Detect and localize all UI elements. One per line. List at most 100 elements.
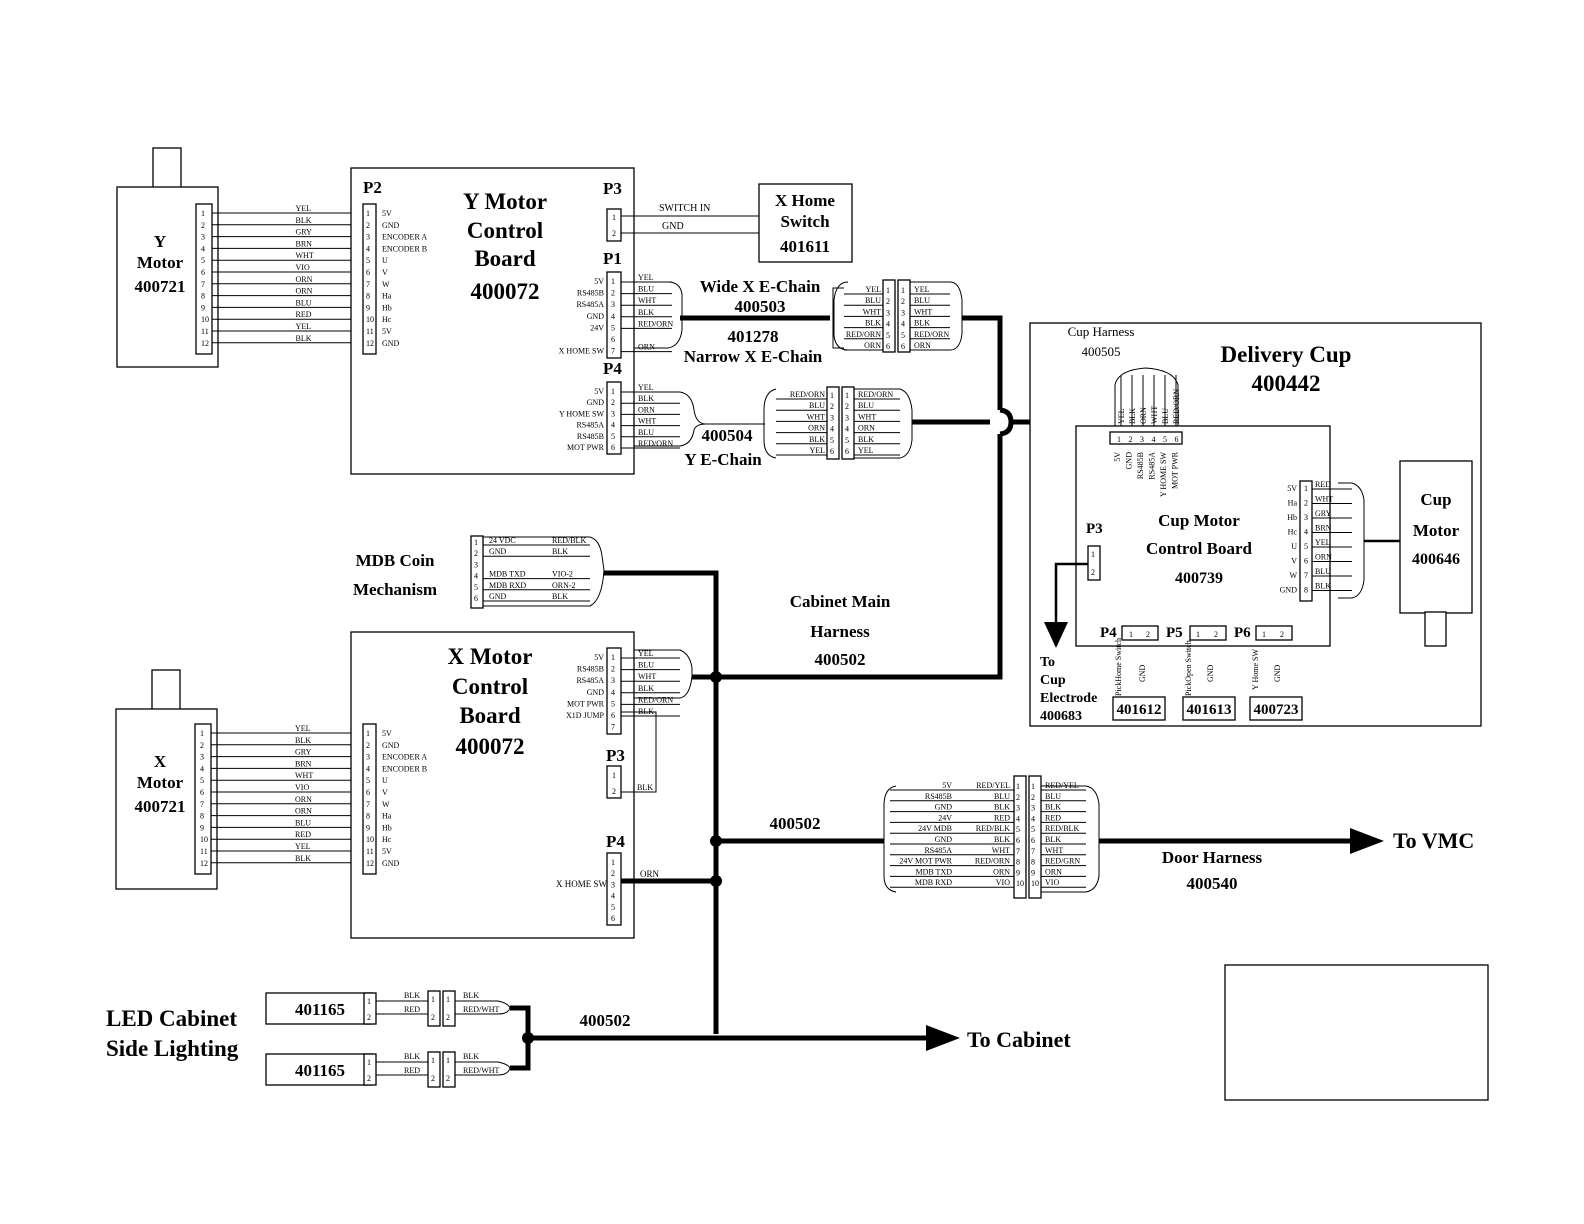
pin-number: 1 (845, 391, 849, 400)
cup-board-p4: P4 (1100, 625, 1117, 641)
p2-pin: 6 (366, 788, 370, 797)
p2-pin: 4 (366, 764, 370, 773)
motor-wire-color: YEL (295, 842, 311, 851)
cup-motor-part: 400646 (1412, 551, 1460, 568)
pin-number: 8 (1031, 858, 1035, 867)
door-signal: 24V MOT PWR (899, 857, 952, 866)
pin-number: 5 (474, 583, 478, 592)
p2-signal: V (382, 788, 388, 797)
pin-number: 5 (845, 436, 849, 445)
switch-part: 401611 (780, 237, 830, 256)
svg-text:2: 2 (431, 1013, 435, 1022)
door-right-wire: BLU (1045, 792, 1061, 801)
wide-chain-left-wire: BLU (865, 296, 881, 305)
p2-signal: Hb (382, 303, 392, 312)
door-left-wire: RED/YEL (976, 781, 1010, 790)
pin-number: 2 (886, 297, 890, 306)
pin-number: 3 (474, 560, 478, 569)
door-signal: RS485B (925, 792, 952, 801)
cup-motor-wire: BLU (1315, 567, 1331, 576)
motor-pin: 5 (200, 776, 204, 785)
y-chain-right-wire: RED/ORN (858, 390, 893, 399)
pin-number: 2 (474, 549, 478, 558)
p2-signal: 5V (382, 729, 392, 738)
svg-text:1: 1 (367, 1058, 371, 1067)
pin-number: 6 (901, 342, 905, 351)
mdb-signal: GND (489, 592, 507, 601)
motor-pin: 2 (201, 221, 205, 230)
door-left-wire: RED/ORN (975, 857, 1010, 866)
wire-color: BLK (638, 684, 654, 693)
pin-number: 6 (611, 711, 615, 720)
wire-color: ORN (638, 405, 655, 414)
pin-signal: Y HOME SW (559, 409, 604, 418)
cup-motor-signal: Ha (1288, 499, 1298, 508)
cabinet-main-label1: Cabinet Main (790, 592, 891, 611)
pin-signal: 24V (590, 323, 604, 332)
motor-pin: 7 (200, 800, 204, 809)
mdb-wire: VIO-2 (552, 570, 573, 579)
wide-chain-right-wire: RED/ORN (914, 330, 949, 339)
pin-number: 3 (886, 308, 890, 317)
mdb-wire: BLK (552, 592, 568, 601)
y-board-title2: Control (467, 218, 543, 243)
svg-text:BLK: BLK (463, 991, 479, 1000)
y-motor-label2: Motor (137, 253, 184, 272)
x-board-title3: Board (459, 703, 521, 728)
mdb-label2: Mechanism (353, 580, 437, 599)
p2-signal: ENCODER B (382, 764, 427, 773)
pin-number: 7 (1016, 847, 1020, 856)
delivery-cup: Cup Harness 400505 Delivery Cup 400442 Y… (1029, 322, 1482, 727)
motor-pin: 5 (201, 256, 205, 265)
svg-text:1: 1 (431, 995, 435, 1004)
pin-signal: MOT PWR (567, 699, 605, 708)
x-p4-signal: X HOME SW (556, 879, 608, 889)
door-signal: 24V (938, 813, 952, 822)
pin-number: 1 (611, 653, 615, 662)
pin-number: 6 (1031, 836, 1035, 845)
svg-text:2: 2 (1146, 630, 1150, 639)
pin-number: 9 (1031, 868, 1035, 877)
cup-motor-signal: V (1291, 557, 1297, 566)
p2-pin: 11 (366, 327, 374, 336)
door-left-wire: BLK (994, 803, 1010, 812)
p2-signal: W (382, 800, 390, 809)
x-p4-wire: ORN (640, 869, 660, 879)
motor-pin: 9 (201, 303, 205, 312)
motor-wire-color: VIO (295, 783, 309, 792)
pin-number: 3 (901, 308, 905, 317)
motor-pin: 1 (200, 729, 204, 738)
pin-number: 4 (1016, 814, 1020, 823)
svg-text:401613: 401613 (1187, 702, 1232, 718)
narrow-chain-label: Narrow X E-Chain (684, 347, 823, 366)
p2-pin: 8 (366, 292, 370, 301)
p2-signal: Ha (382, 812, 392, 821)
pin-number: 7 (1031, 847, 1035, 856)
electrode-part: 400683 (1040, 709, 1082, 724)
pin-signal: RS485B (577, 665, 604, 674)
narrow-chain-part: 401278 (728, 327, 779, 346)
svg-text:PickHome Switch: PickHome Switch (1114, 638, 1123, 696)
svg-text:2: 2 (367, 1074, 371, 1083)
svg-text:RED/WHT: RED/WHT (463, 1005, 500, 1014)
cup-harness-wire-color: WHT (1150, 406, 1159, 424)
pin-number: 5 (1304, 542, 1308, 551)
cup-board-p3: P3 (1086, 521, 1103, 537)
pin-number: 4 (845, 425, 849, 434)
pin-number: 2 (845, 402, 849, 411)
door-right-wire: BLK (1045, 835, 1061, 844)
motor-wire-color: BRN (295, 759, 312, 768)
pin-number: 3 (611, 676, 615, 685)
pin-number: 4 (1152, 435, 1156, 444)
led-label2: Side Lighting (106, 1036, 239, 1061)
y-chain-right-wire: WHT (858, 412, 876, 421)
p2-signal: GND (382, 221, 400, 230)
wire-color: BLK (638, 394, 654, 403)
p2-signal: Ha (382, 292, 392, 301)
pin-number: 6 (830, 447, 834, 456)
x-board-p3-label: P3 (606, 746, 625, 765)
wire-color: YEL (638, 383, 654, 392)
